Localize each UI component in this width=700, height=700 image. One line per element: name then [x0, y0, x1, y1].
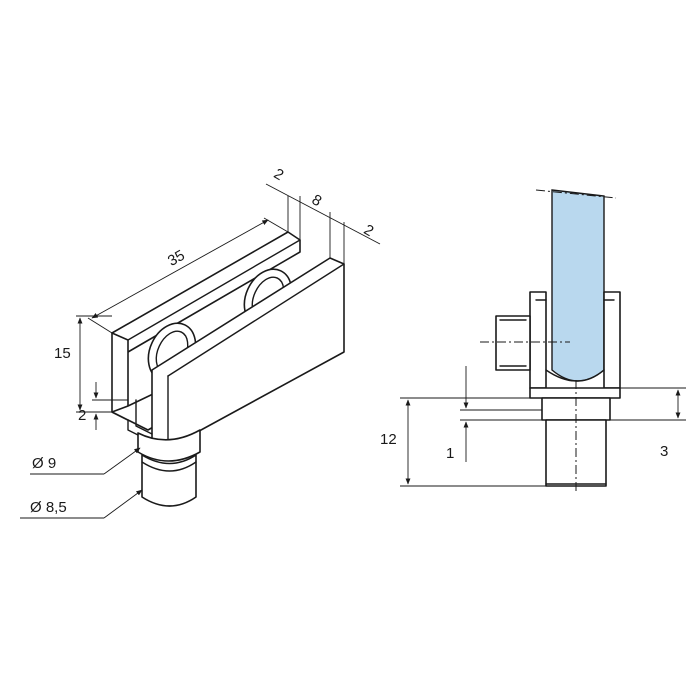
- dim-label-height: 15: [54, 345, 71, 362]
- isometric-view: 35 2 8 2 15 2: [20, 165, 381, 519]
- dim-length: 35: [87, 217, 289, 334]
- pin-assembly: [137, 429, 201, 507]
- dim-diameters: Ø 9 Ø 8,5: [20, 447, 143, 519]
- dim-label-pin: Ø 8,5: [30, 499, 67, 516]
- dim-label-gap: 8: [309, 191, 325, 210]
- glass-panel: [551, 189, 605, 382]
- dim-label-pin-offset: 3: [660, 443, 668, 460]
- front-wall: [151, 257, 345, 449]
- axle-stub: [495, 315, 531, 371]
- dim-label-wall-right: 2: [361, 221, 377, 240]
- dim-collar-height: 1: [446, 366, 542, 462]
- dim-pin-offset: 3: [606, 387, 686, 460]
- dim-height: 15: [54, 315, 112, 413]
- dim-label-base: 2: [78, 407, 86, 424]
- dim-label-length: 35: [165, 247, 188, 270]
- dim-label-collar-height: 1: [446, 445, 454, 462]
- dim-total-height: 12: [380, 397, 546, 487]
- dim-label-collar: Ø 9: [32, 455, 56, 472]
- section-view: 12 1 3: [380, 189, 686, 494]
- dim-label-total-height: 12: [380, 431, 397, 448]
- dim-label-wall-left: 2: [271, 165, 287, 184]
- dim-base: 2: [78, 382, 128, 430]
